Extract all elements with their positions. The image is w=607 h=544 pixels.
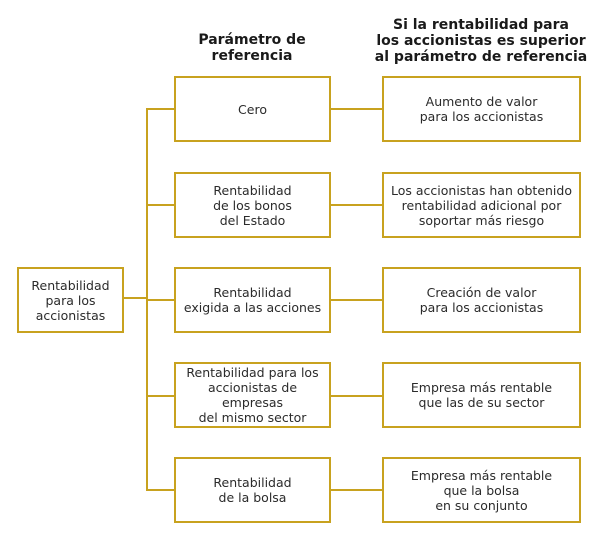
header-parametro: Parámetro de referencia xyxy=(198,32,306,64)
parametro-box-3: Rentabilidad exigida a las acciones xyxy=(174,267,331,333)
resultado-box-4: Empresa más rentable que las de su secto… xyxy=(382,362,581,428)
arrow-row-3 xyxy=(330,299,382,301)
header-resultado: Si la rentabilidad para los accionistas … xyxy=(374,17,588,65)
resultado-box-2: Los accionistas han obtenido rentabilida… xyxy=(382,172,581,238)
connector-row-5 xyxy=(146,489,174,491)
resultado-box-5: Empresa más rentable que la bolsa en su … xyxy=(382,457,581,523)
arrow-row-2 xyxy=(330,204,382,206)
connector-row-4 xyxy=(146,395,174,397)
parametro-box-2: Rentabilidad de los bonos del Estado xyxy=(174,172,331,238)
resultado-box-3: Creación de valor para los accionistas xyxy=(382,267,581,333)
connector-row-2 xyxy=(146,204,174,206)
arrow-row-4 xyxy=(330,395,382,397)
connector-row-3 xyxy=(146,299,174,301)
connector-row-1 xyxy=(146,108,174,110)
parametro-box-1: Cero xyxy=(174,76,331,142)
parametro-box-4: Rentabilidad para los accionistas de emp… xyxy=(174,362,331,428)
connector-source xyxy=(122,297,148,299)
parametro-box-5: Rentabilidad de la bolsa xyxy=(174,457,331,523)
arrow-row-1 xyxy=(330,108,382,110)
resultado-box-1: Aumento de valor para los accionistas xyxy=(382,76,581,142)
source-box: Rentabilidad para los accionistas xyxy=(17,267,124,333)
arrow-row-5 xyxy=(330,489,382,491)
